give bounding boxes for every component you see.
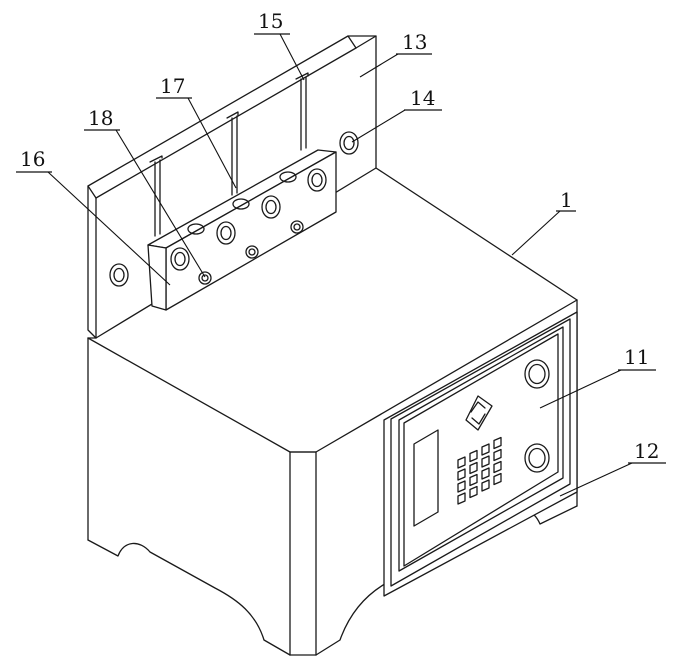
callout-18: 18 bbox=[88, 106, 113, 130]
display-screen bbox=[413, 429, 439, 527]
callout-13: 13 bbox=[402, 30, 427, 54]
knob-bottom[interactable] bbox=[524, 443, 550, 473]
mounting-hole-right bbox=[339, 131, 359, 155]
direction-icon bbox=[465, 395, 493, 431]
keypad-key[interactable] bbox=[493, 436, 502, 450]
block-screw-2 bbox=[216, 221, 236, 245]
keypad-key[interactable] bbox=[481, 443, 490, 456]
keypad[interactable] bbox=[457, 436, 502, 505]
control-panel bbox=[383, 311, 578, 597]
callout-11: 11 bbox=[624, 345, 649, 369]
probe-slot-1 bbox=[149, 155, 163, 237]
keypad-key[interactable] bbox=[469, 485, 478, 499]
callout-14: 14 bbox=[410, 86, 435, 110]
mounting-hole-left bbox=[109, 263, 129, 287]
callout-labels: 1 11 12 13 14 15 16 17 18 bbox=[16, 9, 666, 464]
keypad-key[interactable] bbox=[481, 467, 490, 480]
keypad-key[interactable] bbox=[457, 468, 466, 481]
leader-lines bbox=[47, 33, 633, 497]
keypad-key[interactable] bbox=[469, 461, 478, 475]
block-screw-1 bbox=[170, 247, 190, 271]
callout-12: 12 bbox=[634, 439, 659, 463]
clamp-block bbox=[147, 149, 337, 311]
keypad-key[interactable] bbox=[457, 480, 466, 493]
set-screw-3 bbox=[290, 220, 304, 234]
keypad-key[interactable] bbox=[493, 448, 502, 462]
probe-slot-3 bbox=[295, 72, 309, 151]
callout-15: 15 bbox=[258, 9, 283, 33]
keypad-key[interactable] bbox=[481, 479, 490, 492]
callout-1: 1 bbox=[560, 188, 573, 212]
keypad-key[interactable] bbox=[481, 455, 490, 468]
keypad-key[interactable] bbox=[457, 492, 466, 505]
keypad-key[interactable] bbox=[457, 456, 466, 469]
keypad-key[interactable] bbox=[469, 473, 478, 487]
keypad-key[interactable] bbox=[493, 472, 502, 486]
keypad-key[interactable] bbox=[469, 449, 478, 463]
set-screw-2 bbox=[245, 245, 259, 259]
set-screw-1 bbox=[198, 271, 212, 285]
block-screw-3 bbox=[261, 195, 281, 219]
keypad-key[interactable] bbox=[493, 460, 502, 474]
knob-top[interactable] bbox=[524, 359, 550, 389]
callout-16: 16 bbox=[20, 147, 45, 171]
block-screw-4 bbox=[307, 168, 327, 192]
callout-17: 17 bbox=[160, 74, 185, 98]
probe-slot-2 bbox=[226, 111, 239, 196]
